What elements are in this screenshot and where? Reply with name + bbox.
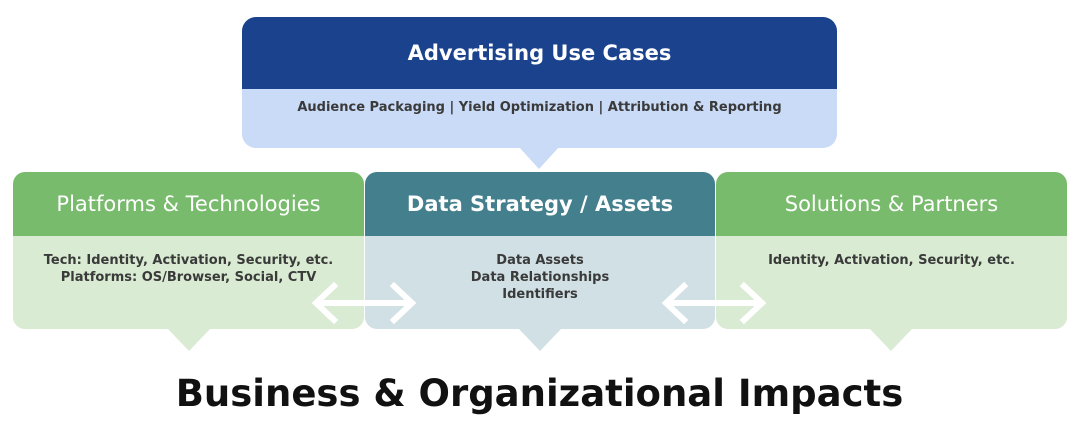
solutions-partners-body: Identity, Activation, Security, etc. [716,236,1067,329]
center-pointer [519,329,561,351]
double-arrow-icon [311,281,417,325]
advertising-use-cases-subtitle: Audience Packaging | Yield Optimization … [297,100,782,115]
advertising-use-cases-body: Audience Packaging | Yield Optimization … [242,89,837,148]
double-arrow-icon [661,281,767,325]
data-strategy-title: Data Strategy / Assets [406,192,674,216]
advertising-use-cases-title: Advertising Use Cases [407,41,672,65]
solutions-partners-title: Solutions & Partners [784,192,999,216]
data-strategy-line: Data Assets [496,253,584,268]
data-strategy-body: Data Assets Data Relationships Identifie… [365,236,715,329]
solutions-partners-header: Solutions & Partners [716,172,1067,236]
solutions-partners-line: Identity, Activation, Security, etc. [768,253,1015,268]
left-pointer [168,329,210,351]
platforms-technologies-body: Tech: Identity, Activation, Security, et… [13,236,364,329]
platforms-technologies-title: Platforms & Technologies [56,192,321,216]
right-pointer [870,329,912,351]
platforms-technologies-line: Tech: Identity, Activation, Security, et… [43,253,334,268]
platforms-technologies-line: Platforms: OS/Browser, Social, CTV [60,270,317,285]
data-strategy-line: Data Relationships [470,270,610,285]
data-strategy-header: Data Strategy / Assets [365,172,715,236]
top-pointer [519,147,559,169]
business-impacts-title: Business & Organizational Impacts [175,372,904,415]
data-strategy-line: Identifiers [502,287,578,302]
advertising-use-cases-header: Advertising Use Cases [242,17,837,89]
platforms-technologies-header: Platforms & Technologies [13,172,364,236]
